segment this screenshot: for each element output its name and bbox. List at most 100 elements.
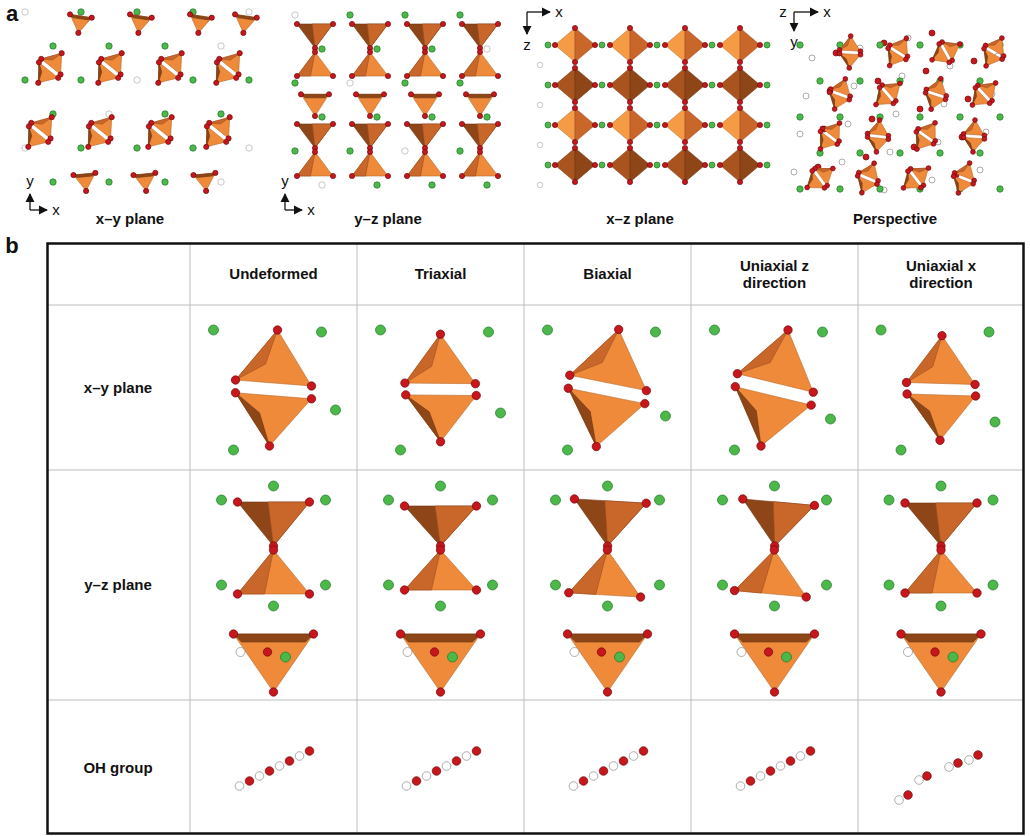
oxygen-atom: [737, 59, 742, 64]
calcium-atom: [764, 122, 770, 128]
tetrahedron-face: [740, 28, 760, 62]
tetrahedron-face: [405, 334, 476, 384]
tetrahedron-face: [568, 388, 596, 446]
tetrahedron-face: [194, 173, 216, 191]
oxygen-atom: [579, 777, 588, 786]
calcium-atom: [317, 327, 327, 337]
oxygen-atom: [214, 80, 219, 85]
oxygen-atom: [36, 60, 41, 65]
oxygen-atom: [682, 65, 687, 70]
oxygen-atom: [592, 42, 597, 47]
calcium-atom: [603, 601, 613, 611]
oxygen-atom: [943, 97, 948, 102]
table-grid-line: [691, 243, 692, 834]
column-header: Triaxial: [376, 265, 506, 282]
oxygen-atom: [971, 58, 977, 64]
tetrahedron-face: [216, 62, 219, 83]
oxygen-atom: [330, 21, 335, 26]
hydrogen-atom: [803, 93, 809, 99]
tetrahedron-face: [466, 94, 494, 98]
oxygen-atom: [400, 586, 408, 594]
deformation-cell: [209, 325, 341, 790]
oxygen-atom: [639, 747, 648, 756]
calcium-atom: [488, 495, 498, 505]
tetrahedron-face: [190, 14, 212, 20]
calcium-atom: [654, 42, 660, 48]
tetrahedron-face: [297, 152, 333, 176]
oxygen-atom: [937, 42, 942, 47]
oxygen-atom: [146, 144, 151, 149]
oxygen-atom: [737, 179, 742, 184]
calcium-atom: [484, 327, 494, 337]
oxygen-atom: [947, 60, 952, 65]
calcium-atom: [603, 481, 613, 491]
axis-arrow: [29, 194, 30, 210]
oxygen-atom: [993, 81, 998, 86]
oxygen-atom: [349, 21, 354, 26]
calcium-atom: [709, 82, 715, 88]
oxygen-atom: [837, 51, 842, 56]
calcium-atom: [319, 46, 325, 52]
calcium-atom: [78, 9, 84, 15]
calcium-atom: [545, 162, 551, 168]
calcium-atom: [402, 80, 408, 86]
oxygen-atom: [737, 105, 742, 110]
oxygen-atom: [566, 371, 574, 379]
oxygen-atom: [381, 92, 386, 97]
oxygen-atom: [572, 105, 577, 110]
oxygen-atom: [766, 767, 775, 776]
tetrahedron-face: [876, 88, 893, 105]
oxygen-atom: [984, 64, 989, 69]
tetrahedron-face: [209, 117, 229, 124]
tetrahedron-face: [570, 330, 647, 391]
oxygen-atom: [951, 174, 956, 179]
oxygen-atom: [627, 25, 632, 30]
hydrogen-atom: [402, 782, 411, 791]
tetrahedron-face: [907, 336, 976, 385]
oxygen-atom: [818, 129, 823, 134]
oxygen-atom: [71, 172, 76, 177]
oxygen-atom: [307, 382, 315, 390]
calcium-atom: [448, 652, 458, 662]
tetrahedron-face: [297, 124, 333, 148]
calcium-atom: [599, 122, 605, 128]
oxygen-atom: [404, 121, 409, 126]
axis-arrow: [527, 11, 550, 12]
hydrogen-atom: [756, 772, 765, 781]
calcium-atom: [545, 42, 551, 48]
oxygen-atom: [647, 162, 652, 167]
oxygen-atom: [627, 179, 632, 184]
oxygen-atom: [422, 149, 427, 154]
oxygen-atom: [901, 589, 909, 597]
oxygen-atom: [86, 124, 91, 129]
calcium-atom: [615, 652, 625, 662]
axis-label: y: [281, 172, 289, 189]
calcium-atom: [884, 495, 894, 505]
oxygen-atom: [973, 118, 978, 123]
oxygen-atom: [592, 162, 597, 167]
tetrahedron-face: [477, 124, 498, 148]
tetrahedron-face: [916, 132, 933, 149]
oxygen-atom: [971, 181, 976, 186]
oxygen-atom: [169, 115, 174, 120]
oxygen-atom: [231, 389, 239, 397]
oxygen-atom: [305, 590, 313, 598]
oxygen-atom: [731, 382, 739, 390]
oxygen-atom: [971, 150, 976, 155]
oxygen-atom: [770, 546, 778, 554]
calcium-atom: [134, 9, 140, 15]
calcium-atom: [599, 82, 605, 88]
axis-label: x: [307, 201, 315, 218]
oxygen-atom: [471, 379, 479, 387]
oxygen-atom: [404, 73, 409, 78]
oxygen-atom: [402, 391, 410, 399]
oxygen-atom: [906, 169, 911, 174]
oxygen-atom: [234, 75, 239, 80]
tetrahedron-face: [407, 152, 443, 176]
axis-arrow: [30, 209, 47, 210]
tetrahedron-face: [905, 550, 977, 593]
tetrahedron-face: [773, 502, 814, 546]
oxygen-atom: [67, 12, 72, 17]
oxygen-atom: [401, 379, 409, 387]
oxygen-atom: [855, 174, 860, 179]
